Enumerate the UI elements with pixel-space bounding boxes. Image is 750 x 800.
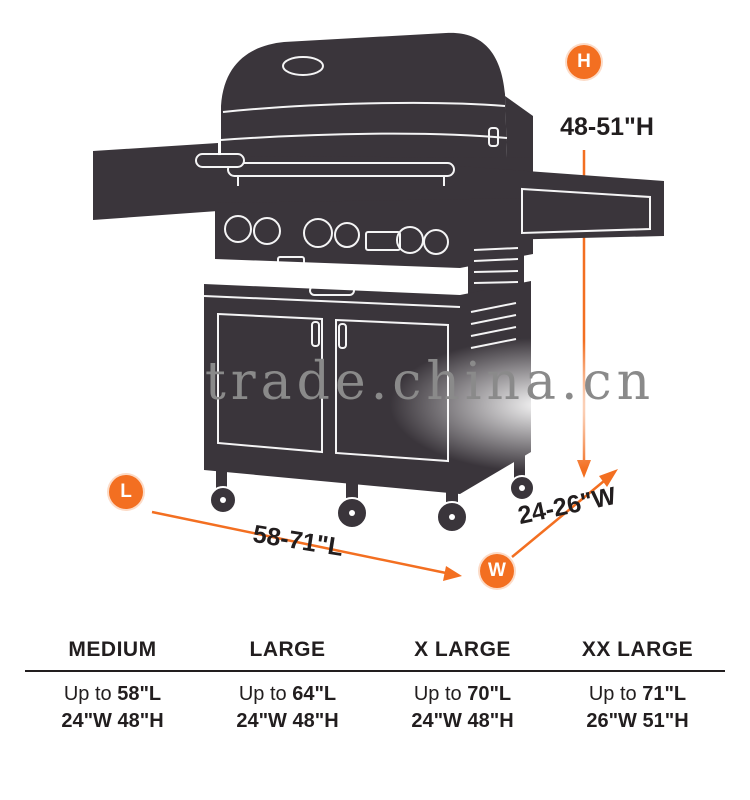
size-column-header-medium: MEDIUM [68, 638, 157, 661]
size-column-header-x-large: X LARGE [414, 638, 511, 661]
height-dimension-label: 48-51"H [560, 113, 654, 141]
side-vents [470, 302, 517, 349]
size-table-wh-row: 24"W 48"H 24"W 48"H 24"W 48"H 26"W 51"H [25, 708, 725, 735]
wh-cell-xx-large: 26"W 51"H [586, 710, 689, 732]
width-dimension-line [511, 480, 605, 558]
wh-cell-x-large: 24"W 48"H [411, 710, 514, 732]
hood-side [505, 96, 533, 162]
wheel-stem [346, 478, 358, 502]
door-handle [338, 323, 347, 349]
length-dimension-line [151, 510, 447, 575]
lid-vent [282, 56, 324, 76]
size-table: MEDIUM LARGE X LARGE XX LARGE Up to 58"L… [25, 636, 725, 735]
size-column-header-large: LARGE [249, 638, 326, 661]
left-shelf [93, 143, 218, 220]
wh-cell-medium: 24"W 48"H [61, 710, 164, 732]
burner-knob [303, 218, 333, 248]
up-to-text: Up to [63, 683, 118, 705]
door-handle [311, 321, 320, 347]
length-value: 64"L [292, 683, 337, 705]
height-badge: H [567, 45, 601, 79]
burner-knob [423, 229, 449, 255]
size-column-header-xx-large: XX LARGE [581, 638, 694, 661]
shelf-handle [195, 153, 245, 168]
up-to-text: Up to [238, 683, 293, 705]
length-cell-xx-large: Up to 71"L [550, 681, 725, 708]
watermark-text: trade.china.cn [204, 352, 656, 412]
side-burner-lid [521, 187, 651, 235]
grill-hood [221, 32, 507, 158]
length-arrowhead [443, 566, 462, 581]
burner-knob [334, 222, 360, 248]
length-cell-large: Up to 64"L [200, 681, 375, 708]
length-cell-x-large: Up to 70"L [375, 681, 550, 708]
lid-handle [227, 162, 455, 177]
grill-wheels [209, 475, 535, 533]
wheel-stem [216, 464, 227, 488]
length-badge: L [109, 475, 143, 509]
size-table-length-row: Up to 58"L Up to 64"L Up to 70"L Up to 7… [25, 681, 725, 708]
length-cell-medium: Up to 58"L [25, 681, 200, 708]
table-divider [25, 670, 725, 672]
grill-illustration [93, 32, 664, 581]
length-value: 71"L [642, 683, 687, 705]
width-badge: W [480, 554, 514, 588]
up-to-text: Up to [588, 683, 643, 705]
burner-knob [253, 217, 281, 245]
burner-knob [396, 226, 424, 254]
burner-knob [224, 215, 252, 243]
width-arrowhead [599, 469, 618, 487]
drawer-handle [309, 285, 355, 296]
watermark-glow [390, 338, 690, 472]
left-door [217, 312, 323, 454]
size-table-header-row: MEDIUM LARGE X LARGE XX LARGE [25, 636, 725, 663]
panel-display [365, 231, 401, 251]
grill-detail-lines [195, 56, 651, 463]
length-value: 58"L [117, 683, 162, 705]
wh-cell-large: 24"W 48"H [236, 710, 339, 732]
up-to-text: Up to [413, 683, 468, 705]
length-value: 70"L [467, 683, 512, 705]
